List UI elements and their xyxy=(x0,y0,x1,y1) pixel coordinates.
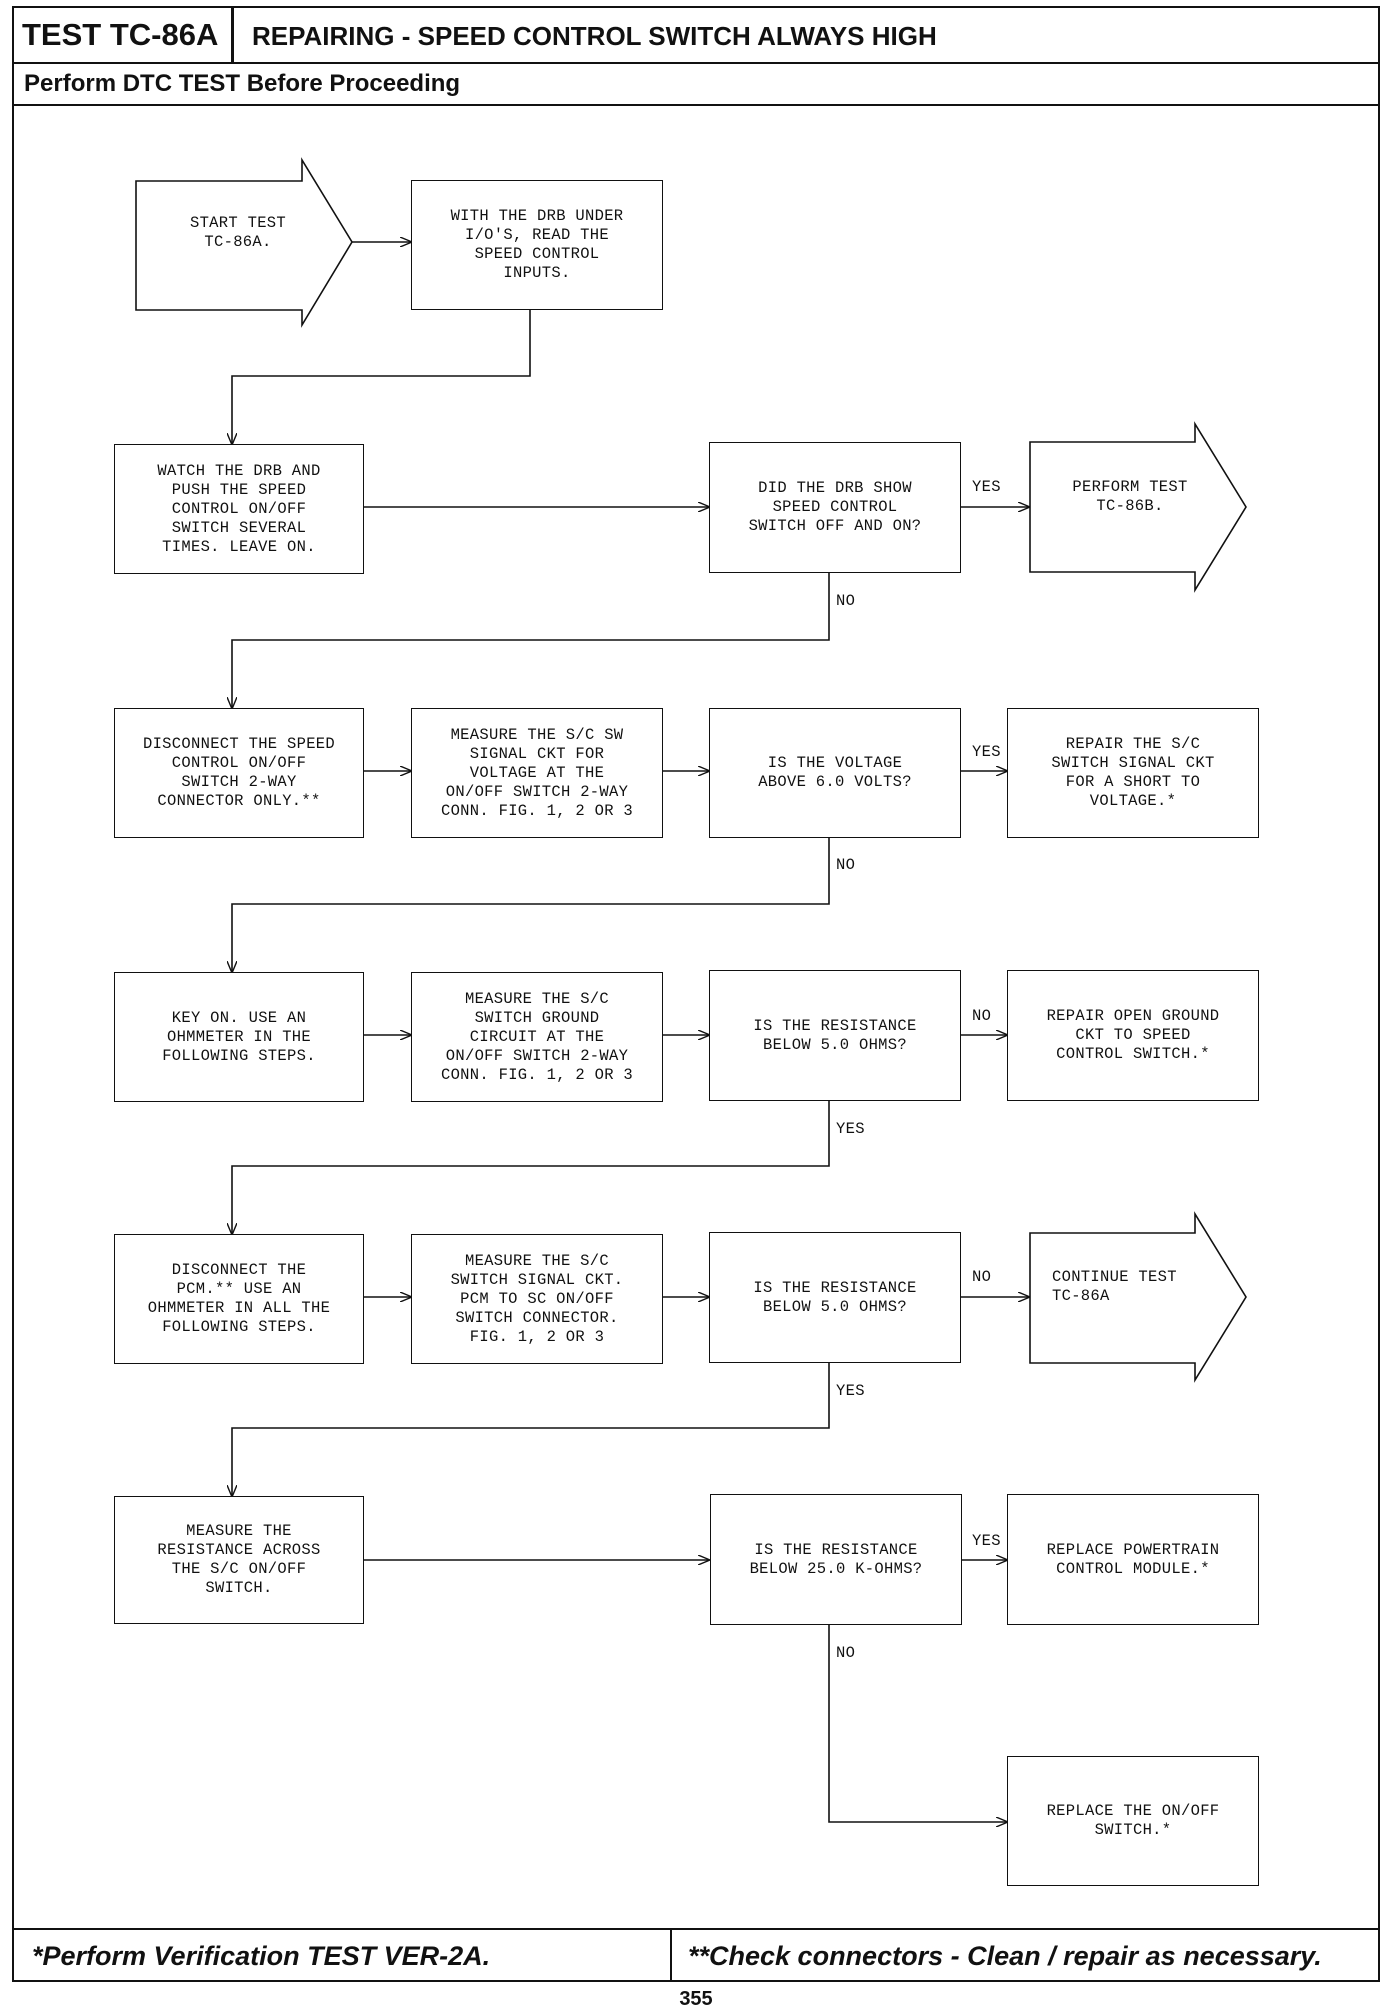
repair-ground-box: REPAIR OPEN GROUND CKT TO SPEED CONTROL … xyxy=(1007,970,1259,1101)
resistance-decision-1: IS THE RESISTANCE BELOW 5.0 OHMS? xyxy=(709,970,961,1101)
test-id: TEST TC-86A xyxy=(12,6,234,64)
no-label: NO xyxy=(972,1268,992,1286)
drb-show-decision: DID THE DRB SHOW SPEED CONTROL SWITCH OF… xyxy=(709,442,961,573)
page-subtitle: Perform DTC TEST Before Proceeding xyxy=(24,70,461,97)
footer-divider xyxy=(12,1928,1380,1930)
yes-label: YES xyxy=(836,1382,865,1400)
measure-across-box: MEASURE THE RESISTANCE ACROSS THE S/C ON… xyxy=(114,1496,364,1624)
header-band xyxy=(12,6,1380,64)
key-on-box: KEY ON. USE AN OHMMETER IN THE FOLLOWING… xyxy=(114,972,364,1102)
perform-86b-arrow-shape xyxy=(1029,421,1247,593)
page-title: REPAIRING - SPEED CONTROL SWITCH ALWAYS … xyxy=(252,21,937,51)
measure-signal-pcm-box: MEASURE THE S/C SWITCH SIGNAL CKT. PCM T… xyxy=(411,1234,663,1364)
replace-switch-box: REPLACE THE ON/OFF SWITCH.* xyxy=(1007,1756,1259,1886)
page-number: 355 xyxy=(679,1988,713,2010)
resistance-decision-2: IS THE RESISTANCE BELOW 5.0 OHMS? xyxy=(709,1232,961,1363)
repair-short-box: REPAIR THE S/C SWITCH SIGNAL CKT FOR A S… xyxy=(1007,708,1259,838)
measure-signal-voltage-box: MEASURE THE S/C SW SIGNAL CKT FOR VOLTAG… xyxy=(411,708,663,838)
yes-label: YES xyxy=(836,1120,865,1138)
perform-tc-86b-terminal: PERFORM TEST TC-86B. xyxy=(1072,478,1188,515)
disconnect-pcm-box: DISCONNECT THE PCM.** USE AN OHMMETER IN… xyxy=(114,1234,364,1364)
footer-separator xyxy=(670,1928,672,1982)
page-frame xyxy=(12,6,1380,1982)
start-test-terminal: START TEST TC-86A. xyxy=(189,214,286,251)
yes-label: YES xyxy=(972,478,1001,496)
watch-drb-box: WATCH THE DRB AND PUSH THE SPEED CONTROL… xyxy=(114,444,364,574)
start-arrow-shape xyxy=(135,157,353,328)
no-label: NO xyxy=(972,1007,992,1025)
continue-tc-86a-terminal: CONTINUE TEST TC-86A xyxy=(1052,1268,1177,1305)
no-label: NO xyxy=(836,856,856,874)
replace-pcm-box: REPLACE POWERTRAIN CONTROL MODULE.* xyxy=(1007,1494,1259,1625)
measure-ground-box: MEASURE THE S/C SWITCH GROUND CIRCUIT AT… xyxy=(411,972,663,1102)
voltage-decision: IS THE VOLTAGE ABOVE 6.0 VOLTS? xyxy=(709,708,961,838)
yes-label: YES xyxy=(972,743,1001,761)
continue-86a-arrow-shape xyxy=(1029,1211,1247,1383)
yes-label: YES xyxy=(972,1532,1001,1550)
resistance-decision-3: IS THE RESISTANCE BELOW 25.0 K-OHMS? xyxy=(710,1494,962,1625)
connectors-note: **Check connectors - Clean / repair as n… xyxy=(688,1941,1322,1971)
disconnect-switch-box: DISCONNECT THE SPEED CONTROL ON/OFF SWIT… xyxy=(114,708,364,838)
read-inputs-box: WITH THE DRB UNDER I/O'S, READ THE SPEED… xyxy=(411,180,663,310)
no-label: NO xyxy=(836,1644,856,1662)
header-divider xyxy=(12,104,1380,106)
verification-note: *Perform Verification TEST VER-2A. xyxy=(32,1941,491,1971)
no-label: NO xyxy=(836,592,856,610)
